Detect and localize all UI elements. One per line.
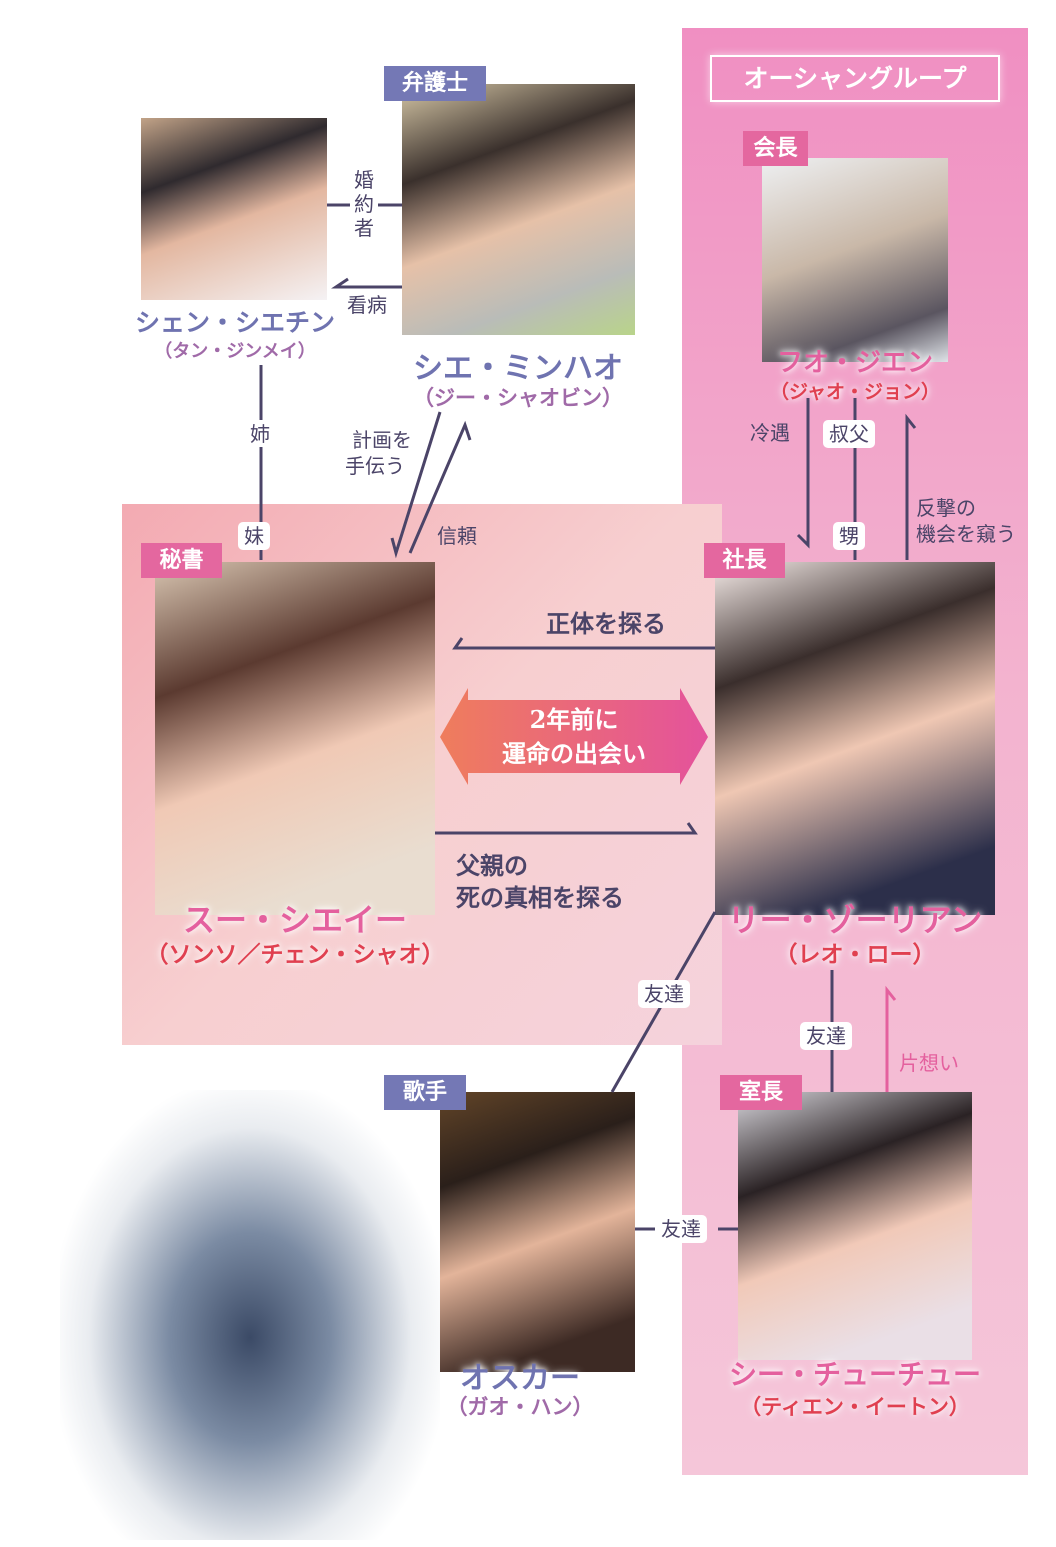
- actor-xie-minghao: （ジー・シャオビン）: [413, 386, 623, 410]
- label-nephew: 甥: [833, 522, 865, 550]
- name-shen-xieqin: シェン・シエチン: [134, 308, 335, 337]
- photo-li-zelian: [715, 562, 995, 915]
- role-label-singer: 歌手: [384, 1075, 466, 1110]
- trust-arrow: [408, 420, 472, 554]
- label-father-1: 父親の: [456, 851, 528, 880]
- label-trust: 信頼: [437, 524, 477, 548]
- role-label-office-chief: 室長: [720, 1075, 802, 1110]
- label-fiance: 婚約者: [354, 168, 374, 240]
- name-xie-minghao: シエ・ミンハオ: [413, 351, 623, 386]
- crush-arrow: [885, 985, 897, 1092]
- label-counter-1: 反撃の: [916, 496, 976, 520]
- photo-couple: [60, 1090, 440, 1540]
- photo-huo-jian: [762, 158, 948, 362]
- group-title: オーシャングループ: [710, 55, 1000, 102]
- role-label-secretary: 秘書: [141, 543, 222, 578]
- label-uncle: 叔父: [823, 420, 875, 448]
- photo-shi-chuchu: [738, 1092, 972, 1360]
- help-plan-arrow: [390, 411, 442, 559]
- label-father-2: 死の真相を探る: [456, 883, 624, 912]
- actor-shi-chuchu: （ティエン・イートン）: [740, 1395, 970, 1419]
- photo-shen-xieqin: [141, 118, 327, 300]
- name-huo-jian: フオ・ジエン: [776, 348, 933, 378]
- name-su-xieyi: スー・シエイー: [182, 901, 407, 939]
- counter-attack-arrow: [905, 413, 917, 560]
- label-help-plan-2: 手伝う: [345, 454, 405, 478]
- label-crush: 片想い: [899, 1051, 959, 1075]
- father-death-arrow: [435, 822, 698, 835]
- label-probe-identity: 正体を探る: [546, 609, 666, 638]
- label-friend-oscar-shi: 友達: [655, 1215, 707, 1243]
- photo-oscar: [402, 1092, 635, 1372]
- label-fate-1: 2年前に: [529, 705, 619, 734]
- role-label-president: 社長: [704, 543, 785, 578]
- nursing-arrow: [331, 277, 402, 289]
- name-shi-chuchu: シー・チューチュー: [728, 1358, 981, 1391]
- fate-double-arrow: [440, 688, 708, 785]
- name-oscar: オスカー: [460, 1361, 580, 1396]
- name-li-zelian: リー・ゾーリアン: [727, 901, 983, 939]
- photo-su-xieyi: [155, 562, 435, 915]
- label-help-plan-1: 計画を: [352, 428, 412, 452]
- label-friend-oscar-li: 友達: [638, 980, 690, 1008]
- role-label-lawyer: 弁護士: [384, 66, 486, 101]
- label-nursing: 看病: [347, 293, 387, 317]
- label-counter-2: 機会を窺う: [916, 522, 1016, 546]
- role-label-chairman: 会長: [743, 131, 808, 166]
- actor-oscar: （ガオ・ハン）: [446, 1395, 594, 1419]
- actor-su-xieyi: （ソンソ／チェン・シャオ）: [145, 942, 445, 968]
- actor-shen-xieqin: （タン・ジンメイ）: [154, 341, 316, 362]
- actor-li-zelian: （レオ・ロー）: [774, 942, 936, 968]
- actor-huo-jian: （ジャオ・ジョン）: [769, 381, 941, 403]
- label-younger-sister: 妹: [238, 522, 270, 550]
- cold-treatment-arrow: [796, 398, 810, 549]
- label-fate-2: 運命の出会い: [502, 739, 646, 768]
- label-cold-treatment: 冷遇: [750, 421, 790, 445]
- probe-identity-arrow: [452, 637, 715, 650]
- label-friend-li-shi: 友達: [800, 1022, 852, 1050]
- photo-xie-minghao: [402, 84, 635, 335]
- label-elder-sister: 姉: [250, 422, 270, 446]
